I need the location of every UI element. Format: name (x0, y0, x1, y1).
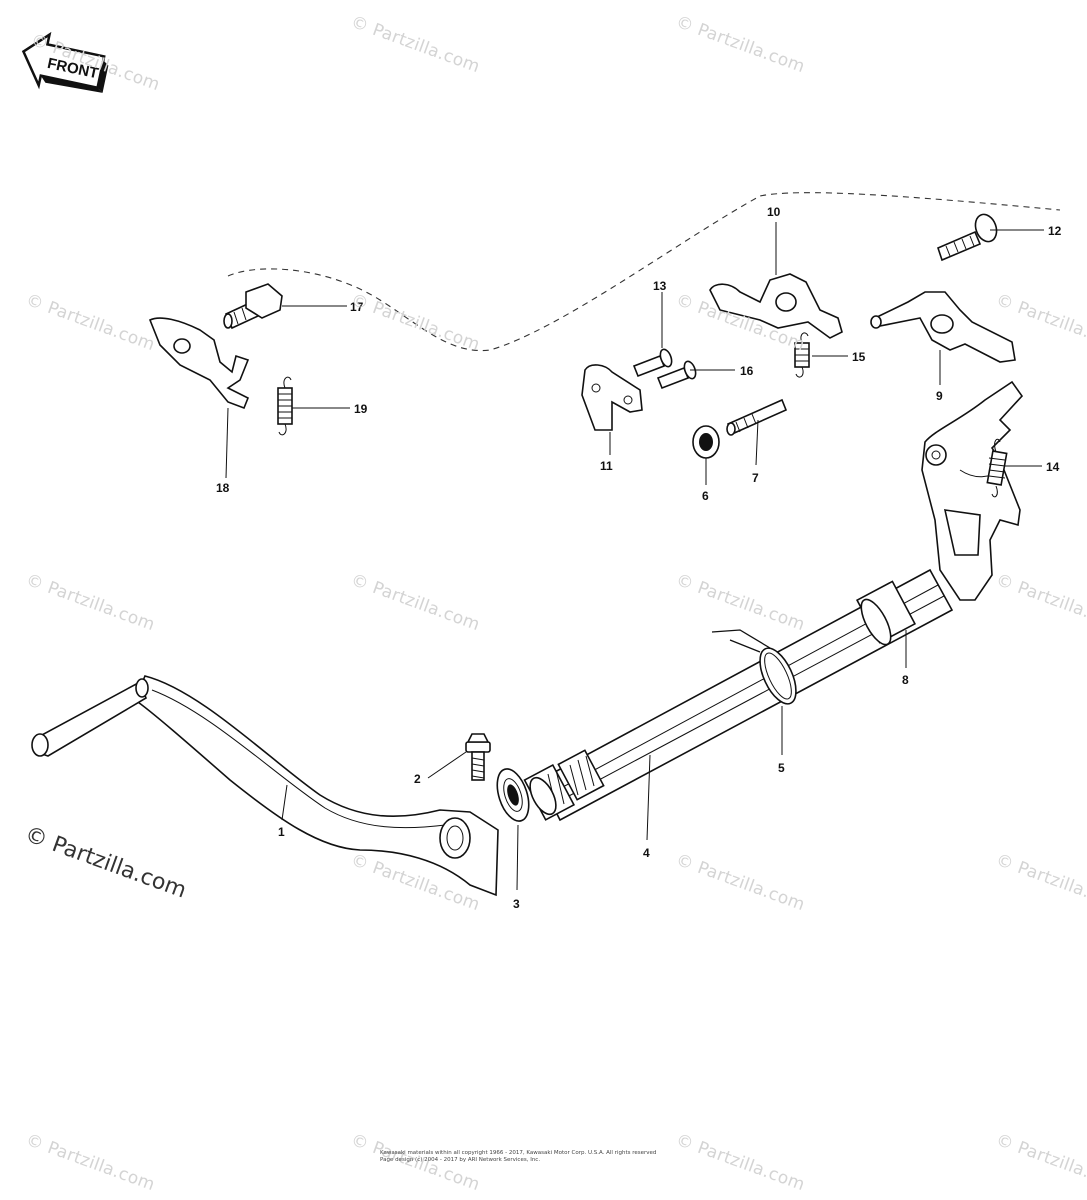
bracket-11 (581, 364, 643, 431)
callout-7: 7 (752, 471, 759, 485)
spring-15 (794, 332, 810, 378)
front-arrow-icon: FRONT (21, 31, 109, 93)
screw-13 (632, 348, 673, 378)
spring-14 (986, 438, 1008, 498)
callout-19: 19 (354, 402, 368, 416)
callout-16: 16 (740, 364, 754, 378)
callout-9: 9 (936, 389, 943, 403)
callout-8: 8 (902, 673, 909, 687)
collar (855, 580, 917, 646)
callout-1: 1 (278, 825, 285, 839)
leader-lines (225, 222, 1044, 891)
bolt-2 (465, 733, 491, 781)
pin-7 (726, 398, 788, 436)
callout-17: 17 (350, 300, 364, 314)
bracket-18 (148, 317, 250, 410)
lever-10 (709, 273, 843, 339)
callout-6: 6 (702, 489, 709, 503)
cover-outline (227, 192, 1061, 352)
callout-15: 15 (852, 350, 866, 364)
callout-3: 3 (513, 897, 520, 911)
shift-shaft (523, 568, 954, 822)
callouts: 1 2 3 4 5 6 7 8 9 10 11 12 13 14 15 16 1… (216, 205, 1062, 911)
callout-18: 18 (216, 481, 230, 495)
callout-13: 13 (653, 279, 667, 293)
callout-2: 2 (414, 772, 421, 786)
copyright-line-2: Page design (c) 2004 - 2017 by ARI Netwo… (380, 1157, 541, 1163)
callout-10: 10 (767, 205, 781, 219)
copyright-footer: Kawasaki materials within all copyright … (380, 1150, 710, 1164)
shift-pedal-arm (31, 675, 499, 897)
callout-12: 12 (1048, 224, 1062, 238)
callout-4: 4 (643, 846, 650, 860)
callout-11: 11 (600, 459, 613, 473)
spring-19 (277, 376, 293, 436)
circlip (711, 629, 797, 705)
bolt-12 (937, 213, 998, 262)
lever-9 (870, 291, 1016, 363)
oil-seal (496, 768, 530, 822)
callout-14: 14 (1046, 460, 1060, 474)
nut-6 (692, 425, 720, 459)
copyright-line-1: Kawasaki materials within all copyright … (380, 1150, 657, 1156)
callout-5: 5 (778, 761, 785, 775)
shift-arm (921, 380, 1024, 601)
bolt-17 (223, 283, 283, 330)
